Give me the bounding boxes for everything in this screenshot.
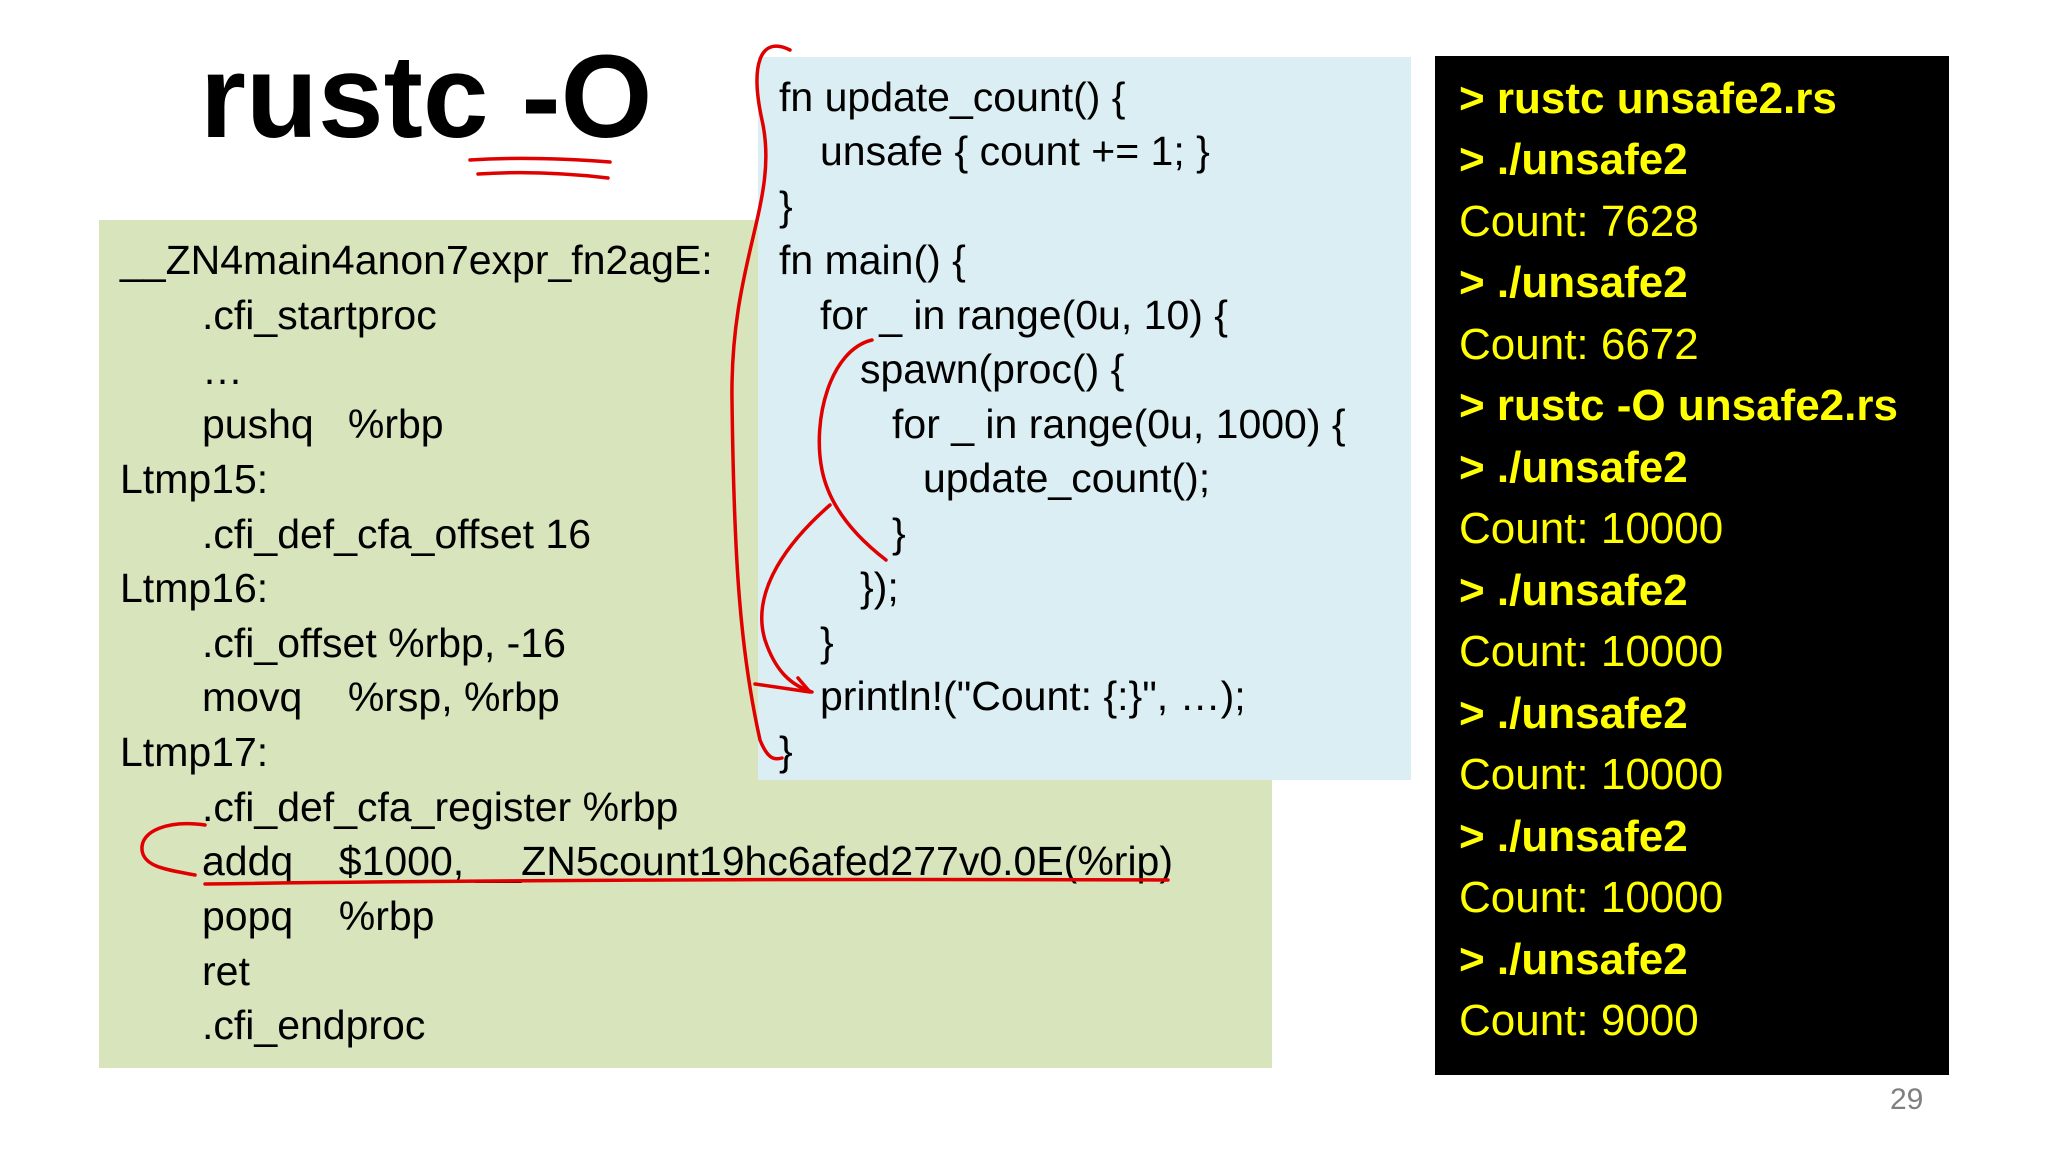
title-underline-mark — [476, 170, 610, 180]
terminal-command: > rustc -O unsafe2.rs — [1459, 381, 1898, 430]
terminal-command: > ./unsafe2 — [1459, 566, 1688, 615]
code-line: update_count(); — [923, 455, 1211, 501]
asm-line: Ltmp15: — [120, 456, 269, 502]
code-line: fn main() { — [779, 237, 966, 283]
terminal-output: Count: 10000 — [1459, 627, 1724, 676]
code-line: for _ in range(0u, 1000) { — [892, 401, 1346, 447]
slide-title: rustc -O — [200, 31, 653, 163]
code-line: } — [892, 510, 906, 556]
asm-line: movq %rsp, %rbp — [202, 674, 560, 720]
asm-line: .cfi_def_cfa_offset 16 — [202, 511, 592, 557]
code-line: } — [779, 183, 793, 229]
terminal-command: > ./unsafe2 — [1459, 258, 1688, 307]
code-line: fn update_count() { — [779, 74, 1126, 120]
code-line: spawn(proc() { — [860, 346, 1125, 392]
terminal-output: Count: 9000 — [1459, 996, 1699, 1045]
asm-line: .cfi_endproc — [202, 1002, 426, 1048]
asm-line: … — [202, 347, 243, 393]
code-line: for _ in range(0u, 10) { — [820, 292, 1228, 338]
terminal-command: > ./unsafe2 — [1459, 935, 1688, 984]
asm-line: Ltmp17: — [120, 729, 269, 775]
asm-line: __ZN4main4anon7expr_fn2agE: — [120, 237, 713, 283]
asm-line: .cfi_startproc — [202, 292, 437, 338]
code-line: unsafe { count += 1; } — [820, 128, 1210, 174]
asm-line: .cfi_def_cfa_register %rbp — [202, 784, 679, 830]
terminal-command: > ./unsafe2 — [1459, 135, 1688, 184]
code-line: } — [779, 728, 793, 774]
terminal-command: > ./unsafe2 — [1459, 812, 1688, 861]
source-code-panel: fn update_count() { unsafe { count += 1;… — [758, 57, 1411, 780]
terminal-output: Count: 10000 — [1459, 750, 1724, 799]
terminal-output: Count: 10000 — [1459, 873, 1724, 922]
terminal-output: Count: 10000 — [1459, 504, 1724, 553]
asm-line: ret — [202, 948, 250, 994]
asm-line: popq %rbp — [202, 893, 435, 939]
asm-line: .cfi_offset %rbp, -16 — [202, 620, 566, 666]
code-line: println!("Count: {:}", …); — [820, 673, 1246, 719]
terminal-panel: > rustc unsafe2.rs > ./unsafe2 Count: 76… — [1435, 56, 1949, 1075]
code-line: } — [820, 619, 834, 665]
terminal-command: > ./unsafe2 — [1459, 689, 1688, 738]
terminal-output: Count: 7628 — [1459, 197, 1699, 246]
terminal-output: Count: 6672 — [1459, 320, 1699, 369]
page-number: 29 — [1890, 1083, 1924, 1116]
terminal-command: > ./unsafe2 — [1459, 443, 1688, 492]
terminal-command: > rustc unsafe2.rs — [1459, 74, 1837, 123]
asm-line: pushq %rbp — [202, 401, 444, 447]
asm-line: Ltmp16: — [120, 565, 269, 611]
code-line: }); — [860, 564, 899, 610]
asm-line-highlighted: addq $1000, __ZN5count19hc6afed277v0.0E(… — [202, 838, 1174, 884]
